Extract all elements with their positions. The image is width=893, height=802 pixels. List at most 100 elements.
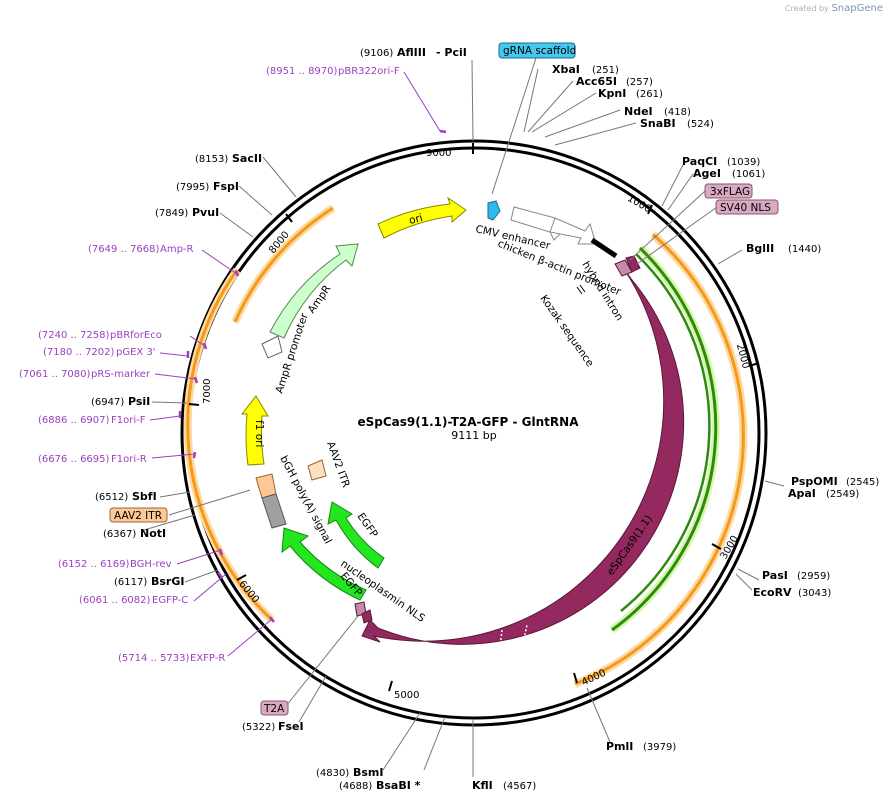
primer-pbr322orif[interactable]: pBR322ori-F: [338, 66, 400, 77]
site-ecorv[interactable]: EcoRV: [753, 586, 792, 599]
ampr-promoter-feature[interactable]: [261, 335, 283, 359]
ori-feature[interactable]: [377, 196, 467, 239]
tick-1000: [647, 204, 653, 215]
green-arc: [611, 246, 718, 632]
site-pasi[interactable]: PasI: [762, 569, 788, 582]
egfp-feature-1[interactable]: [281, 527, 367, 601]
primer-range-f1orif: (6886 .. 6907): [38, 415, 110, 426]
site-ndei[interactable]: NdeI: [624, 105, 653, 118]
site-pos-pmli: (3979): [643, 742, 676, 753]
site-bsrgi[interactable]: BsrGI: [151, 575, 184, 588]
site-apai[interactable]: ApaI: [788, 487, 816, 500]
primer-prsmarker[interactable]: pRS-marker: [91, 369, 151, 380]
primer-range-prsmarker: (7061 .. 7080): [19, 369, 91, 380]
primer-range-pgex3: (7180 .. 7202): [43, 347, 115, 358]
primer-bghrev[interactable]: BGH-rev: [130, 559, 172, 570]
tick-label-7000: 7000: [202, 379, 213, 404]
primer-range-f1orir: (6676 .. 6695): [38, 454, 110, 465]
primer-pgex3[interactable]: pGEX 3': [116, 347, 156, 358]
site-noti[interactable]: NotI: [140, 527, 166, 540]
site-pos-pspomi: (2545): [846, 477, 879, 488]
site-kfli[interactable]: KflI: [472, 779, 493, 792]
site-sacii[interactable]: SacII: [232, 152, 262, 165]
site-pos-ecorv: (3043): [798, 588, 831, 599]
site-snabi[interactable]: SnaBI: [640, 117, 676, 130]
site-fsei[interactable]: FseI: [278, 720, 304, 733]
primer-range-egfpc: (6061 .. 6082): [79, 595, 151, 606]
grna-scaffold-box[interactable]: [498, 42, 576, 59]
tick-8000: [285, 213, 293, 223]
egfp-feature-2[interactable]: [327, 501, 385, 569]
site-pos-snabi: (524): [687, 119, 714, 130]
credit-prefix: Created by: [784, 4, 829, 13]
3xflag-box[interactable]: [704, 183, 753, 199]
site-xbai[interactable]: XbaI: [552, 63, 580, 76]
ampr-feature[interactable]: [269, 243, 359, 339]
primer-pbrforeco[interactable]: pBRforEco: [110, 330, 162, 341]
primer-range-exfpr: (5714 .. 5733): [118, 653, 190, 664]
site-fspi[interactable]: FspI: [213, 180, 239, 193]
site-pos-bsabi: (4688): [339, 781, 372, 792]
t2a-label: T2A: [263, 703, 285, 715]
site-pos-kfli: (4567): [503, 781, 536, 792]
plasmid-length: 9111 bp: [451, 429, 496, 442]
cba-promoter-feature[interactable]: [549, 217, 597, 245]
site-psii[interactable]: PsiI: [128, 395, 150, 408]
site-bsmi[interactable]: BsmI: [353, 766, 384, 779]
kozak-mark: [576, 284, 586, 295]
tick-label-5000: 5000: [394, 690, 419, 701]
site-pspomi[interactable]: PspOMI: [791, 475, 838, 488]
aav2-itr-box-label: AAV2 ITR: [114, 510, 162, 522]
primer-f1orif[interactable]: F1ori-F: [111, 415, 146, 426]
site-agei[interactable]: AgeI: [693, 167, 721, 180]
sv40-nls-box[interactable]: [715, 199, 779, 215]
site-pos-pasi: (2959): [797, 571, 830, 582]
site-pcii[interactable]: - PciI: [436, 46, 467, 59]
primer-range-ampr: (7649 .. 7668): [88, 244, 160, 255]
t2a-box[interactable]: [260, 700, 289, 716]
snapgene-credit: Created by SnapGene: [785, 3, 883, 14]
grna-scaffold-feature[interactable]: [487, 200, 501, 221]
orange-arc-upper: [233, 206, 334, 323]
site-paqci[interactable]: PaqCI: [682, 155, 717, 168]
primer-f1orir[interactable]: F1ori-R: [111, 454, 147, 465]
tick-6000: [236, 574, 247, 581]
sv40-nls-label: SV40 NLS: [720, 202, 771, 214]
orange-arc-right: [574, 233, 745, 686]
site-afliii[interactable]: AflIII: [397, 46, 426, 59]
site-pmli[interactable]: PmlI: [606, 740, 633, 753]
grna-scaffold-label: gRNA scaffold: [503, 45, 576, 57]
primer-range-pbr322orif: (8951 .. 8970): [266, 66, 338, 77]
tick-7000: [188, 403, 200, 406]
site-pos-bglii: (1440): [788, 244, 821, 255]
site-pos-fsei: (5322): [242, 722, 275, 733]
cas9-divider-1: [582, 611, 591, 629]
primer-egfpc[interactable]: EGFP-C: [152, 595, 188, 606]
f1-ori-label: f1 ori: [253, 420, 265, 447]
aav2-itr-inner-feature[interactable]: [307, 459, 327, 481]
site-sbfi[interactable]: SbfI: [132, 490, 157, 503]
hybrid-intron-feature[interactable]: [590, 237, 618, 259]
aav2-itr-box[interactable]: [109, 507, 168, 523]
primer-range-pbrforeco: (7240 .. 7258): [38, 330, 110, 341]
site-bsabi[interactable]: BsaBI *: [376, 779, 421, 792]
f1-ori-feature[interactable]: [240, 395, 269, 466]
tick-3000: [711, 543, 722, 550]
feature-leaders: [168, 57, 718, 707]
primer-ampr[interactable]: Amp-R: [160, 244, 194, 255]
tick-label-9000: 9000: [426, 148, 451, 159]
tick-4000: [573, 672, 578, 684]
bgh-polya-feature[interactable]: [261, 493, 287, 529]
site-kpni[interactable]: KpnI: [598, 87, 626, 100]
site-pos-acc65i: (257): [626, 77, 653, 88]
site-bglii[interactable]: BglII: [746, 242, 774, 255]
kozak-label: Kozak sequence: [538, 293, 596, 369]
site-acc65i[interactable]: Acc65I: [576, 75, 617, 88]
tick-2000: [748, 362, 760, 367]
tick-5000: [388, 680, 393, 692]
site-pvui[interactable]: PvuI: [192, 206, 219, 219]
cas9-divider-3: [499, 629, 503, 649]
primer-exfpr[interactable]: EXFP-R: [190, 653, 225, 664]
site-pos-ndei: (418): [664, 107, 691, 118]
cas9-feature[interactable]: [361, 265, 685, 645]
